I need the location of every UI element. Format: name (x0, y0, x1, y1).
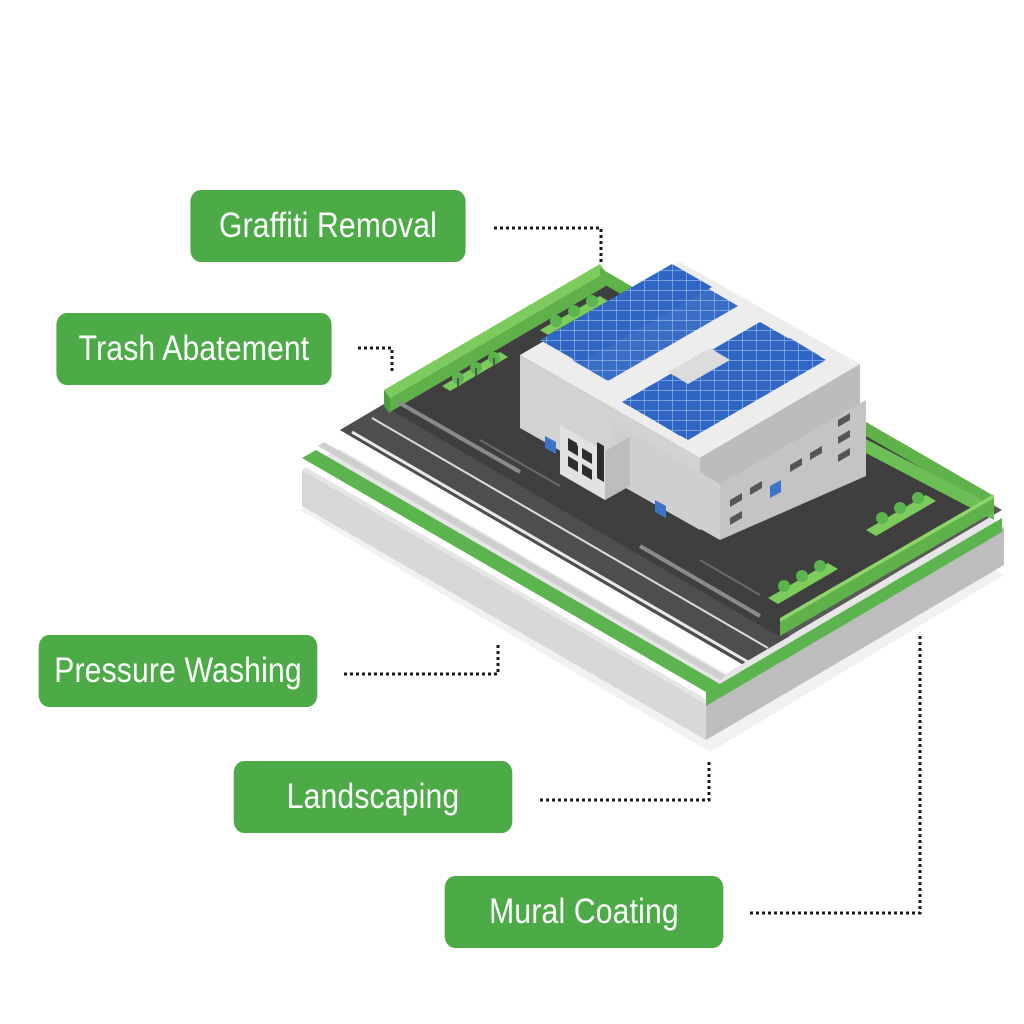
leader-landscaping (540, 762, 711, 802)
tree-planter-top (540, 295, 608, 335)
trash-abatement-text: Trash Abatement (78, 329, 310, 368)
leader-graffiti (494, 226, 603, 262)
tree-planter-left (442, 352, 508, 391)
tree-planter-bottom (768, 560, 838, 604)
trash-abatement-label: Trash Abatement (56, 313, 332, 385)
rooftop-solar-panels (540, 264, 826, 440)
landscaping-label: Landscaping (233, 761, 513, 833)
mural-coating-text: Mural Coating (489, 892, 679, 931)
leader-lines (344, 226, 922, 915)
leader-trash (358, 346, 394, 374)
pressure-washing-text: Pressure Washing (54, 651, 302, 690)
grass-strip (302, 450, 1002, 706)
tree-planter-right (866, 492, 936, 536)
graffiti-removal-text: Graffiti Removal (219, 206, 437, 245)
mural-coating-label: Mural Coating (444, 876, 724, 948)
leader-pressure (344, 642, 500, 676)
sidewalk (318, 430, 742, 680)
landscaping-text: Landscaping (286, 777, 460, 816)
pressure-washing-label: Pressure Washing (38, 635, 318, 707)
graffiti-removal-label: Graffiti Removal (190, 190, 466, 262)
leader-mural (750, 636, 922, 915)
